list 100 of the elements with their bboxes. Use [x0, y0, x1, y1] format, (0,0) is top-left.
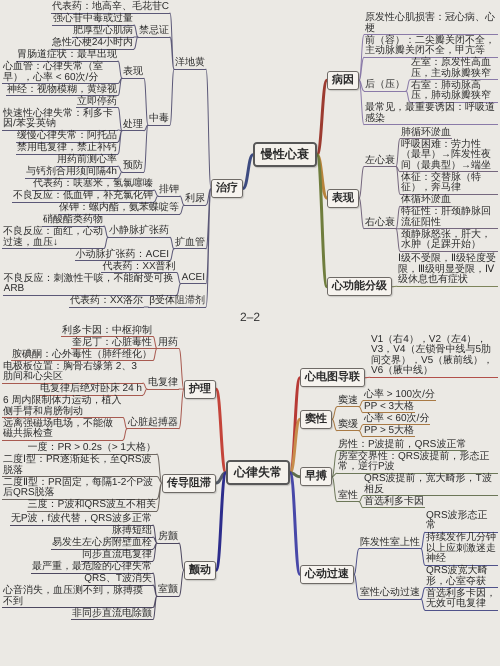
topic-box: 颤动 — [184, 560, 216, 580]
branch-line — [358, 430, 364, 438]
note-text: 同步直流电复律 — [81, 550, 153, 562]
branch-line — [180, 204, 184, 214]
note-text: 缓慢心律失常：阿托品 — [16, 131, 118, 142]
note-text: 心率 > 100次/分 — [363, 390, 436, 402]
branch-line — [118, 130, 122, 154]
topic-box: 窦性 — [300, 410, 332, 429]
branch-line — [142, 382, 148, 390]
branch-line — [156, 454, 162, 484]
subtopic-label: 电复律 — [147, 378, 179, 390]
branch-line — [332, 418, 338, 432]
branch-line — [134, 24, 138, 38]
branch-line — [118, 166, 122, 172]
subtopic-label: 房颤 — [157, 532, 179, 544]
branch-line — [354, 548, 360, 575]
note-text: 非同步直流电除颤 — [71, 608, 153, 620]
branch-line — [118, 130, 122, 142]
subtopic-label: 右心衰 — [364, 218, 396, 230]
branch-line — [396, 166, 400, 195]
note-text: 易发生左心房附壁血栓 — [51, 538, 153, 550]
note-text: 急性心梗24小时内 — [50, 38, 134, 50]
branch-line — [118, 107, 122, 132]
branch-line — [242, 153, 254, 190]
branch-line — [170, 248, 174, 261]
note-text: 强心苷中毒或过量 — [52, 14, 134, 26]
note-text: 奎尼丁：心脏毒性 — [71, 338, 153, 349]
branch-line — [406, 79, 410, 92]
note-text: 小动脉扩张药：ACEI — [74, 250, 170, 261]
branch-line — [176, 272, 182, 284]
subtopic-label: 禁忌证 — [138, 26, 170, 38]
note-text: 硝酸酯类药物 — [42, 215, 104, 226]
branch-line — [152, 572, 158, 597]
branch-line — [152, 584, 158, 597]
subtopic-label: 窦缓 — [337, 420, 359, 432]
note-text: 最常见，最重要诱因：呼吸道感染 — [364, 103, 498, 126]
note-text: 肥厚型心肌病 — [72, 26, 134, 38]
note-text: 颈静脉怒张，肝大，水肿（足踝开始） — [400, 230, 498, 252]
branch-line — [420, 548, 426, 566]
subtopic-label: 预防 — [122, 161, 144, 172]
branch-line — [170, 236, 174, 250]
branch-line — [354, 574, 360, 600]
note-text: 心音消失，血压测不到，脉搏摸不到 — [2, 586, 153, 608]
note-text: 电极板位置：胸骨右缘第 2、3 肋间和心尖区 — [2, 362, 143, 384]
branch-line — [178, 570, 184, 597]
branch-line — [152, 596, 158, 620]
note-text: 代表药：XX洛尔 — [68, 296, 144, 308]
branch-line — [288, 471, 302, 576]
note-text: 代表药：地高辛、毛花苷C — [50, 2, 170, 14]
branch-line — [134, 36, 138, 50]
note-text: QRS波宽大畸形，心室夺获 — [425, 566, 498, 588]
branch-line — [152, 524, 158, 544]
note-text: 不良反应：面红，心动过速，血压↓ — [2, 227, 104, 249]
note-text: 保钾：螺内酯，氨苯蝶啶等 — [58, 203, 180, 214]
branch-line — [118, 172, 122, 178]
branch-line — [396, 206, 400, 230]
subtopic-label: 处理 — [122, 120, 144, 132]
subtopic-label: 阵发性室上性 — [359, 538, 421, 550]
topic-box: 心电图导联 — [300, 368, 365, 388]
branch-line — [144, 78, 148, 126]
branch-line — [144, 306, 149, 308]
branch-line — [178, 348, 184, 390]
branch-line — [178, 388, 184, 430]
note-text: QRS波提前，宽大畸形，T波相反 — [363, 474, 498, 496]
branch-line — [206, 68, 212, 190]
branch-line — [142, 388, 148, 396]
branch-line — [358, 166, 364, 199]
note-text: 特征性：肝颈静脉回流征阳性 — [400, 207, 498, 230]
branch-line — [122, 428, 128, 440]
branch-line — [118, 60, 122, 79]
note-text: 持续发作几分钟以上应刺激迷走神经 — [425, 533, 498, 566]
note-text: 体循环淤血 — [400, 195, 452, 207]
branch-line — [358, 424, 364, 432]
note-text: 心率 < 60次/分 — [363, 414, 430, 426]
figure-number: 2–2 — [240, 310, 260, 324]
branch-line — [214, 388, 228, 474]
subtopic-label: 室性 — [337, 490, 359, 502]
note-text: 立即停药 — [76, 96, 118, 108]
note-text: 远离强磁场电场，不能做磁共振检查 — [2, 418, 123, 440]
branch-line — [358, 198, 364, 230]
note-text: 代表药：呋塞米，氢氯噻嗪 — [32, 179, 154, 190]
branch-line — [154, 190, 158, 196]
note-text: PP > 5大格 — [363, 426, 416, 438]
branch-line — [152, 596, 158, 608]
note-text: QRS、T波消失 — [83, 574, 153, 586]
note-text: 与钙剂合用须间隔4h — [24, 167, 118, 178]
branch-line — [420, 598, 426, 611]
branch-line — [332, 406, 338, 420]
branch-line — [316, 78, 328, 156]
branch-line — [180, 196, 184, 206]
note-text: 用药前测心率 — [56, 155, 118, 166]
branch-line — [316, 153, 328, 288]
note-text: 首选利多卡因，无效可电复律 — [425, 588, 498, 611]
subtopic-label: ACEI — [180, 272, 206, 284]
branch-line — [152, 348, 158, 349]
note-text: V1（右4），V2（左4），V3，V4（左锁骨中线与5肋间交界），V5（腋前线），V6（腋中线） — [370, 334, 498, 378]
branch-line — [358, 80, 364, 92]
subtopic-label: 心脏起搏器 — [127, 418, 179, 430]
subtopic-label: 扩血管 — [174, 238, 206, 250]
note-text: PP < 3大格 — [363, 402, 416, 414]
